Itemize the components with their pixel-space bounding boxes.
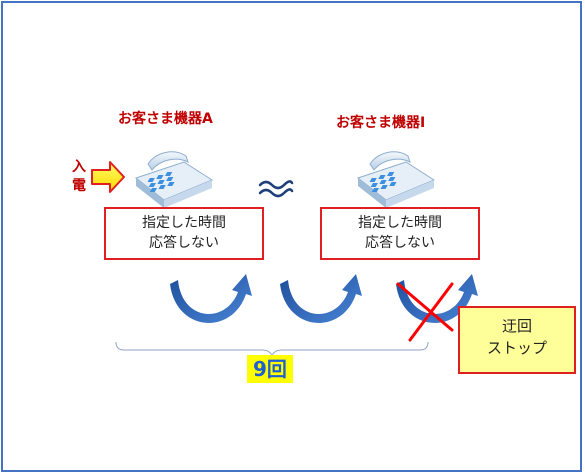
status-box-i: 指定した時間 応答しない: [320, 207, 480, 260]
incoming-arrow-icon: [91, 161, 125, 193]
phone-icon: [134, 151, 214, 208]
status-box-a: 指定した時間 応答しない: [104, 207, 264, 260]
status-a-line2: 応答しない: [149, 235, 219, 251]
device-i-label: お客さま機器I: [336, 115, 426, 131]
status-i-line2: 応答しない: [365, 235, 435, 251]
incoming-label: 入電: [72, 159, 86, 194]
curved-arrow-icon: [396, 274, 478, 323]
detour-stop-callout: 迂回 ストップ: [458, 306, 576, 374]
stop-x-icon: [396, 282, 454, 342]
status-i-line1: 指定した時間: [358, 215, 442, 231]
curved-arrow-icon: [280, 274, 362, 323]
detour-stop-line1: 迂回: [501, 317, 532, 335]
count-bracket: [115, 341, 429, 358]
device-a-label: お客さま機器A: [118, 111, 213, 127]
count-label: 9回: [247, 355, 293, 383]
wavy-ellipsis-icon: [258, 180, 294, 198]
detour-stop-line2: ストップ: [486, 339, 547, 357]
phone-icon: [356, 151, 436, 208]
status-a-line1: 指定した時間: [142, 215, 226, 231]
curved-arrow-icon: [170, 274, 252, 323]
